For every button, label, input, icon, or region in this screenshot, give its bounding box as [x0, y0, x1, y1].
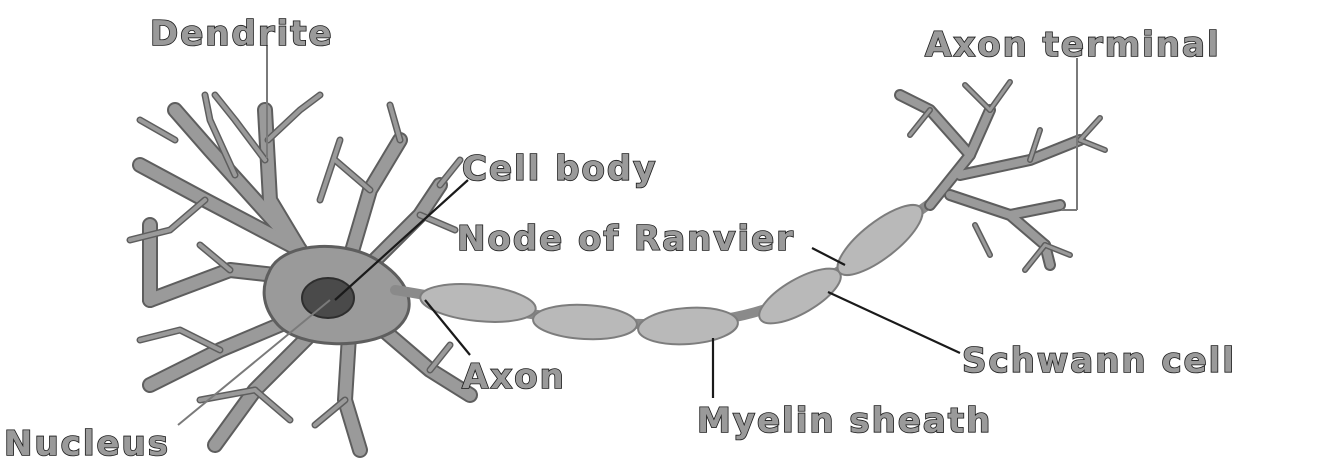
cell-body-leader [334, 179, 469, 301]
schwann-segment [532, 303, 638, 341]
schwann-segment [637, 306, 739, 346]
axon-terminal-branches [894, 79, 1108, 273]
axon-leader [424, 299, 471, 356]
nucleus-leader [177, 299, 331, 426]
label-nucleus: Nucleus [4, 424, 170, 463]
label-axon-terminal: Axon terminal [925, 25, 1221, 65]
label-node-of-ranvier: Node of Ranvier [457, 219, 795, 259]
schwann-cell-leader [827, 291, 961, 354]
label-schwann-cell: Schwann cell [962, 341, 1236, 381]
labels: Dendrite Axon terminal Cell body Node of… [3, 13, 1236, 463]
leader-lines [177, 45, 1078, 426]
nucleus [301, 277, 355, 319]
myelin-sheath-segments [419, 203, 924, 346]
schwann-segment [419, 283, 537, 323]
node-of-ranvier-leader [811, 247, 846, 266]
label-axon: Axon [462, 357, 566, 397]
label-myelin-sheath: Myelin sheath [697, 401, 992, 441]
label-cell-body: Cell body [462, 149, 657, 189]
schwann-segment [758, 267, 842, 325]
label-dendrite: Dendrite [150, 14, 334, 54]
schwann-segment [836, 203, 924, 277]
